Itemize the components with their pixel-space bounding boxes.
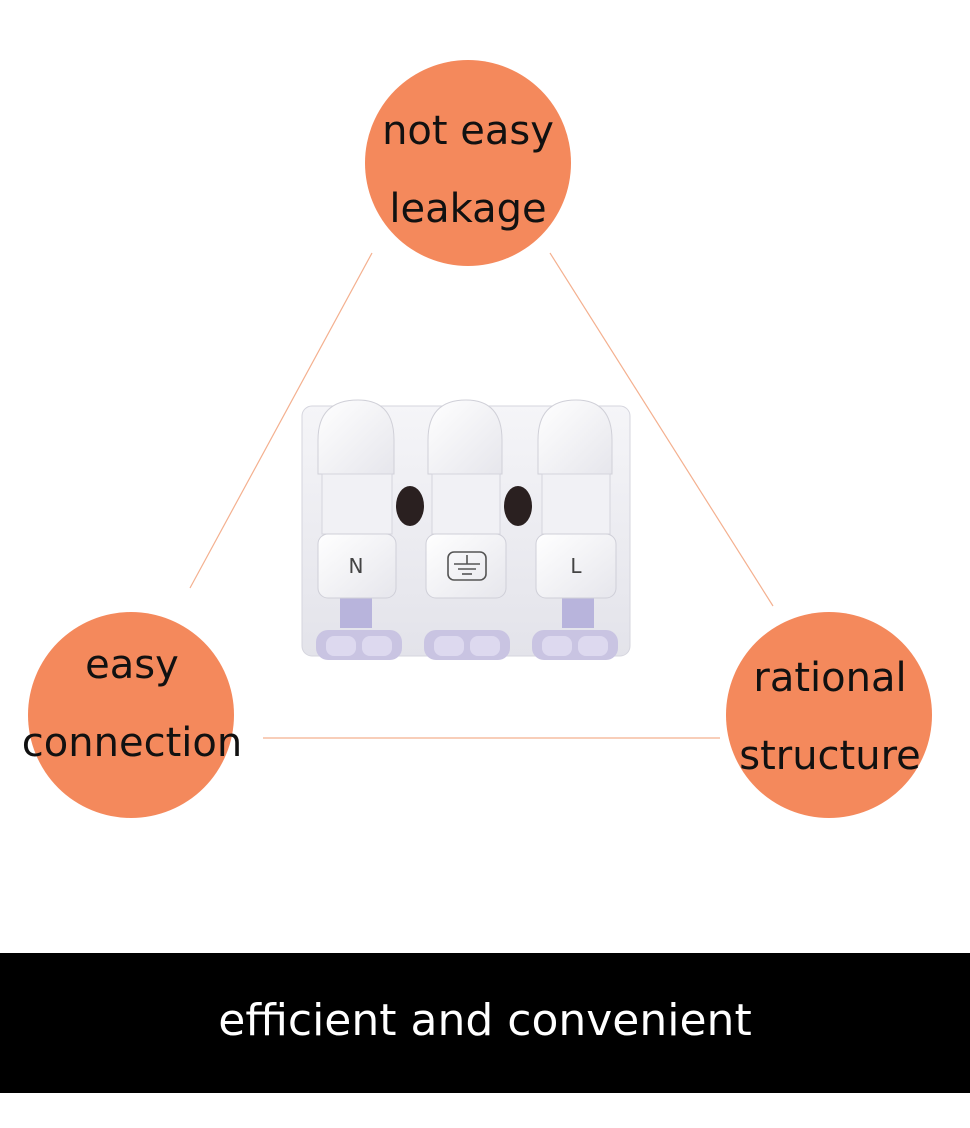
lever-label-l: L	[570, 554, 582, 578]
feature-circle-left	[28, 612, 234, 818]
feature-top-line1: not easy	[382, 108, 554, 154]
lever-center	[425, 399, 507, 599]
line-top-right	[549, 252, 774, 607]
lever-right	[535, 399, 617, 599]
test-hole-right	[504, 486, 532, 526]
lever-left	[317, 399, 397, 599]
feature-text-top: not easy leakage	[368, 92, 568, 248]
footer-text: efficient and convenient	[218, 995, 752, 1046]
feature-left-line1: easy	[85, 642, 179, 688]
feature-left-line2: connection	[21, 720, 243, 766]
feature-circle-top	[365, 60, 571, 266]
line-top-left	[189, 252, 373, 589]
feature-circle-right	[726, 612, 932, 818]
feature-text-right: rational structure	[710, 639, 950, 795]
feature-text-left: easy connection	[10, 626, 254, 782]
earth-ground-icon	[447, 551, 487, 581]
wire-openings	[316, 630, 618, 660]
footer-bar: efficient and convenient	[0, 953, 970, 1093]
lever-label-n: N	[349, 554, 364, 578]
feature-right-line2: structure	[739, 733, 921, 779]
feature-top-line2: leakage	[389, 186, 547, 232]
feature-right-line1: rational	[753, 655, 907, 701]
connector-product-image: N L	[301, 399, 631, 660]
test-hole-left	[396, 486, 424, 526]
